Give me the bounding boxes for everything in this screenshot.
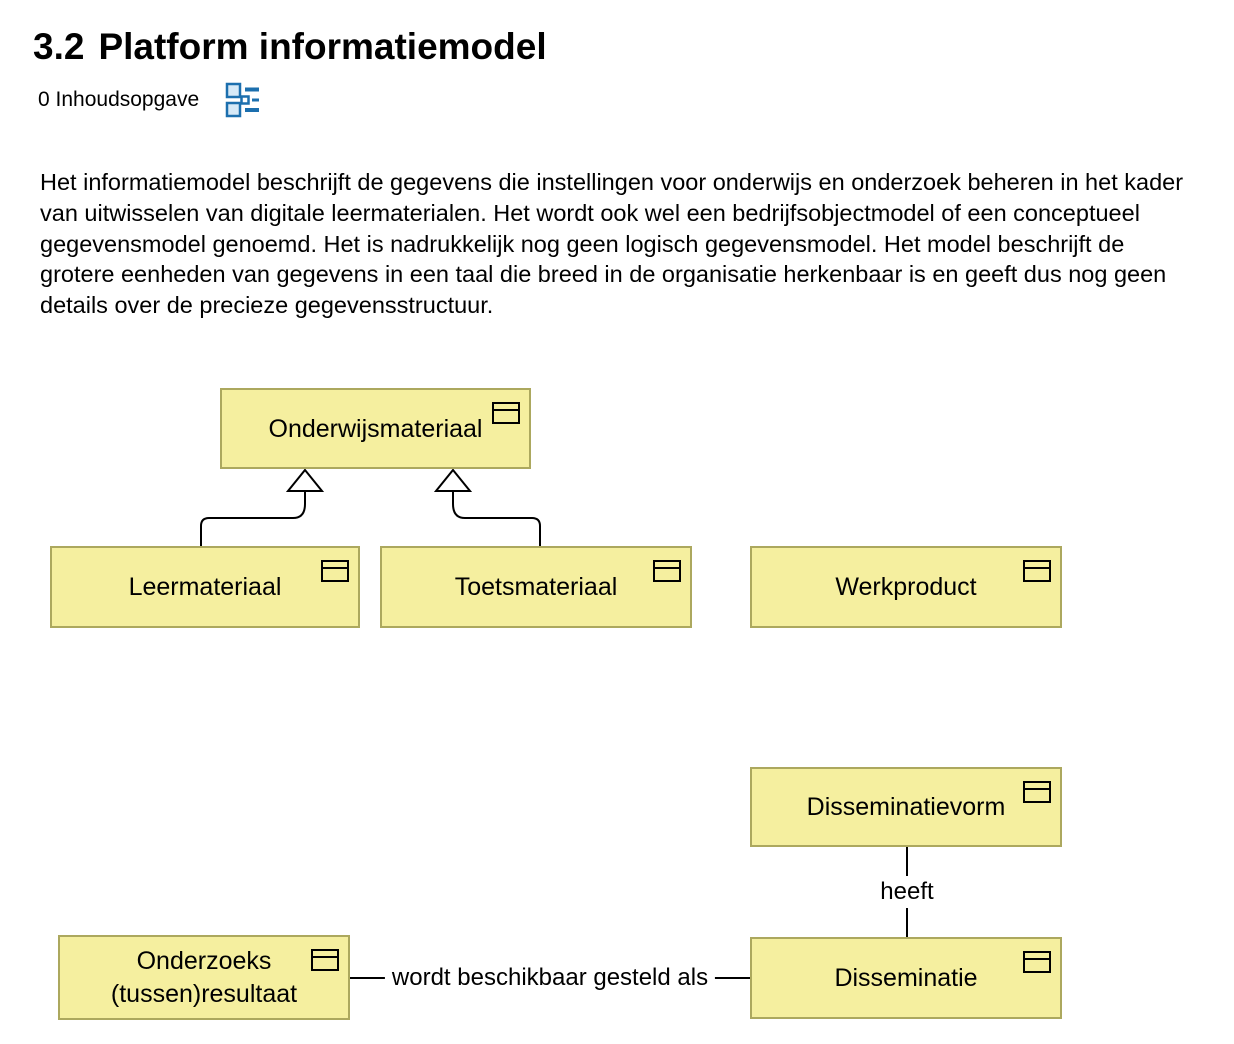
class-node-disseminatievorm[interactable]: Disseminatievorm <box>750 767 1062 848</box>
class-icon <box>653 560 681 583</box>
documentation-page: { "theme": { "background": "#FFFFFF", "t… <box>0 26 1234 1044</box>
intro-paragraph: Het informatiemodel beschrijft de gegeve… <box>40 169 1184 318</box>
generalization-line-leermateriaal <box>200 491 306 547</box>
class-icon <box>321 560 349 583</box>
class-node-label: Toetsmateriaal <box>454 573 618 602</box>
class-node-werkproduct[interactable]: Werkproduct <box>750 546 1062 629</box>
class-node-label: Onderwijsmateriaal <box>268 414 483 443</box>
class-node-label: Werkproduct <box>835 573 977 602</box>
class-icon <box>1023 560 1051 583</box>
relation-label-wordt-beschikbaar-gesteld-als: wordt beschikbaar gesteld als <box>384 962 716 995</box>
class-node-leermateriaal[interactable]: Leermateriaal <box>50 546 360 629</box>
class-node-label: Disseminatievorm <box>806 793 1006 822</box>
class-node-toetsmateriaal[interactable]: Toetsmateriaal <box>380 546 692 629</box>
class-node-disseminatie[interactable]: Disseminatie <box>750 937 1062 1020</box>
class-icon <box>1023 951 1051 974</box>
information-model-diagram: Onderwijsmateriaal Leermateriaal Toetsma… <box>0 365 1234 1041</box>
class-node-label: Leermateriaal <box>128 573 282 602</box>
generalization-arrowhead-toetsmateriaal <box>433 468 473 493</box>
relation-label-heeft: heeft <box>873 876 941 909</box>
toc-link[interactable]: 0 Inhoudsopgave <box>38 82 261 118</box>
class-icon <box>1023 781 1051 804</box>
class-icon <box>311 949 339 972</box>
class-node-label-line2: (tussen)resultaat <box>110 979 298 1008</box>
class-node-label: Disseminatie <box>834 964 978 993</box>
section-title: Platform informatiemodel <box>98 26 547 67</box>
site-map-icon[interactable] <box>225 82 261 118</box>
toc-link-label[interactable]: 0 Inhoudsopgave <box>38 88 200 112</box>
section-number: 3.2 <box>33 26 85 67</box>
class-node-label-line1: Onderzoeks <box>136 947 272 976</box>
class-node-onderzoeksresultaat[interactable]: Onderzoeks (tussen)resultaat <box>58 935 350 1021</box>
generalization-arrowhead-leermateriaal <box>285 468 325 493</box>
page-title: 3.2 Platform informatiemodel <box>33 26 1234 67</box>
class-node-onderwijsmateriaal[interactable]: Onderwijsmateriaal <box>220 388 531 470</box>
generalization-line-toetsmateriaal <box>452 491 541 547</box>
class-icon <box>492 402 520 425</box>
